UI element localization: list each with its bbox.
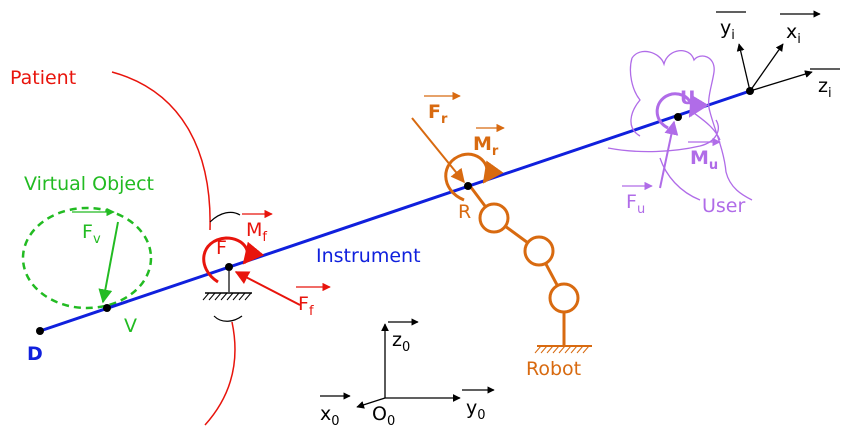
force-fr-arrow [411,117,465,184]
axis-z0-label: z0 [392,329,410,355]
user-label: User [702,195,745,217]
robot-arm [468,185,580,345]
force-fv-label: Fv [82,221,101,247]
patient-boundary-curve-lower [204,321,236,426]
fulcrum-hatching [202,292,252,301]
point-r [464,182,472,190]
force-fu-arrow [659,120,679,189]
point-r-label: R [458,201,471,223]
force-fu-label: Fu [626,191,645,217]
axis-xi-label: xi [786,21,801,47]
force-fr-label: Fr [428,101,448,127]
moment-mu-label: Mu [690,147,718,173]
moment-mr-arc [444,152,504,202]
moment-mf-arc [202,236,265,284]
axis-xi-line [749,43,784,92]
instrument-shaft [39,89,751,333]
axis-yi-label: yi [720,17,735,43]
patient-label: Patient [10,67,76,89]
moment-mf-label: Mf [246,219,267,245]
point-u [674,113,682,121]
robot-base-hatching [534,345,590,354]
point-v-label: V [124,315,137,337]
patient-entry-bracket-bottom [213,315,243,322]
moment-mr-label: Mr [473,133,499,159]
force-fv-arrow [98,221,119,304]
axis-x0-label: x0 [320,403,340,429]
axis-y0-label: y0 [466,397,486,423]
force-ff-label: Ff [298,293,314,319]
axis-x0-line [356,397,386,409]
moment-mu-arc [655,92,709,130]
robot-label: Robot [526,358,581,380]
instrument-label: Instrument [316,245,421,267]
virtual-object-label: Virtual Object [24,173,154,195]
point-d-label: D [27,343,43,365]
point-f [225,263,233,271]
patient-boundary-curve [111,71,211,231]
axis-yi-line [736,43,751,92]
point-d [36,327,44,335]
force-ff-arrow [234,271,301,306]
axis-zi-line [749,70,813,92]
point-f-label: F [216,237,227,259]
axis-zi-label: zi [818,75,832,101]
virtual-object-boundary [21,206,153,310]
point-v [103,304,111,312]
patient-entry-bracket-top [209,211,241,223]
user-hand-outline [607,50,753,201]
origin-label: O0 [372,403,395,429]
